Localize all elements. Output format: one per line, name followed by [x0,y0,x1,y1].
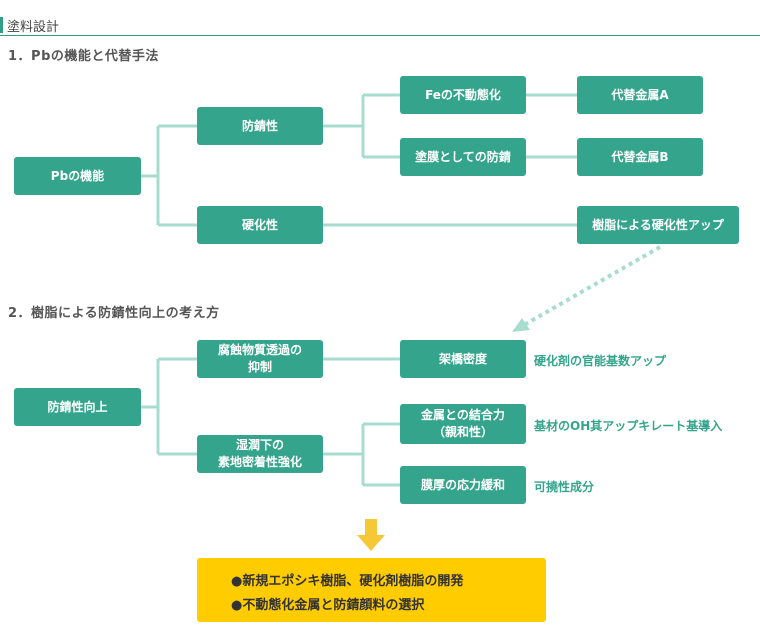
result-line-2: ●不動態化金属と防錆顔料の選択 [231,598,425,613]
note-crosslink: 硬化剤の官能基数アップ [534,354,667,368]
node-hardening: 硬化性 [197,206,323,244]
section2-heading: 2．樹脂による防錆性向上の考え方 [8,306,220,321]
section1-heading: 1．Pbの機能と代替手法 [8,49,159,64]
arrow-down-icon [357,519,385,551]
node-alt-metal-b: 代替金属B [577,138,703,176]
node-stress-relax: 膜厚の応力緩和 [400,466,526,504]
result-box: ●新規エポシキ樹脂、硬化剤樹脂の開発 ●不動態化金属と防錆顔料の選択 [197,558,546,622]
title-accent-mark [0,17,3,33]
title-underline [0,35,760,36]
node-corrosive-suppress: 腐蝕物質透過の 抑制 [197,340,323,378]
result-line-1: ●新規エポシキ樹脂、硬化剤樹脂の開発 [231,574,464,589]
dotted-arrow [512,245,661,332]
note-stress: 可撓性成分 [534,480,595,494]
node-crosslink-density: 架橋密度 [400,340,526,378]
node-metal-bond: 金属との結合力 （親和性） [400,404,526,444]
node-rust-prevention: 防錆性 [197,107,323,145]
node-rust-improve: 防錆性向上 [14,388,141,426]
page-title: 塗料設計 [7,20,60,35]
note-metal-bond: 基材のOH其アップキレート基導入 [534,419,723,433]
node-wet-adhesion: 湿潤下の 素地密着性強化 [197,435,323,473]
dotted-connector [523,245,661,327]
node-resin-hardening-up: 樹脂による硬化性アップ [577,206,739,244]
node-alt-metal-a: 代替金属A [577,76,703,114]
node-film-rust-prevention: 塗膜としての防錆 [400,138,526,176]
dotted-arrowhead [512,318,530,332]
page-title-bar: 塗料設計 [0,14,760,36]
node-pb-function: Pbの機能 [14,157,141,195]
node-fe-passivation: Feの不動態化 [400,76,526,114]
